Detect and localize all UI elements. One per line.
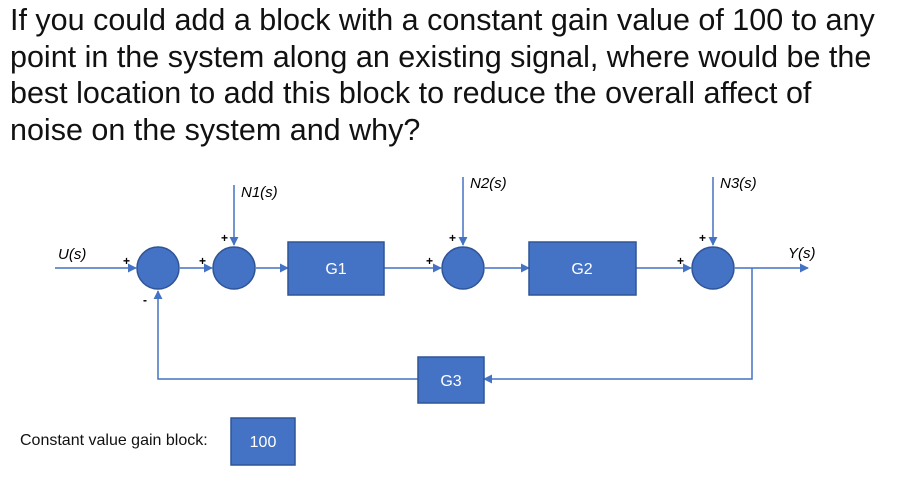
- summing-junction-3: [441, 246, 485, 290]
- noise1-label: N1(s): [241, 184, 278, 201]
- summing-junction-2: [212, 246, 256, 290]
- sum2-plus-left: +: [199, 254, 206, 268]
- block-g1: G1: [287, 241, 385, 296]
- question-text: If you could add a block with a constant…: [10, 3, 875, 147]
- feedback-path: [153, 268, 753, 384]
- block-g3: G3: [417, 356, 485, 404]
- sum4-plus-top: +: [699, 231, 706, 245]
- sum3-plus-top: +: [449, 231, 456, 245]
- wire-output-to-g3: [483, 268, 753, 384]
- summing-junction-1: [136, 246, 180, 290]
- noise2-label: N2(s): [470, 175, 507, 192]
- wire-g3-to-sum1: [153, 290, 418, 380]
- sum4-plus-left: +: [677, 254, 684, 268]
- summing-junction-4: [691, 246, 735, 290]
- block-g1-label: G1: [325, 261, 346, 278]
- block-g2: G2: [528, 241, 637, 296]
- noise3-label: N3(s): [720, 175, 757, 192]
- sum1-minus-bottom: -: [143, 293, 147, 307]
- sum1-plus-left: +: [123, 254, 130, 268]
- output-label: Y(s): [788, 245, 816, 262]
- constant-gain-value: 100: [250, 434, 277, 451]
- sum2-plus-top: +: [221, 231, 228, 245]
- block-g2-label: G2: [571, 261, 592, 278]
- noise-wires: [229, 177, 718, 246]
- summing-junctions: [136, 246, 735, 290]
- sum3-plus-left: +: [426, 254, 433, 268]
- input-label: U(s): [58, 246, 86, 263]
- constant-gain-block[interactable]: 100: [230, 417, 296, 466]
- constant-block-label: Constant value gain block:: [20, 432, 208, 449]
- block-g3-label: G3: [440, 373, 461, 390]
